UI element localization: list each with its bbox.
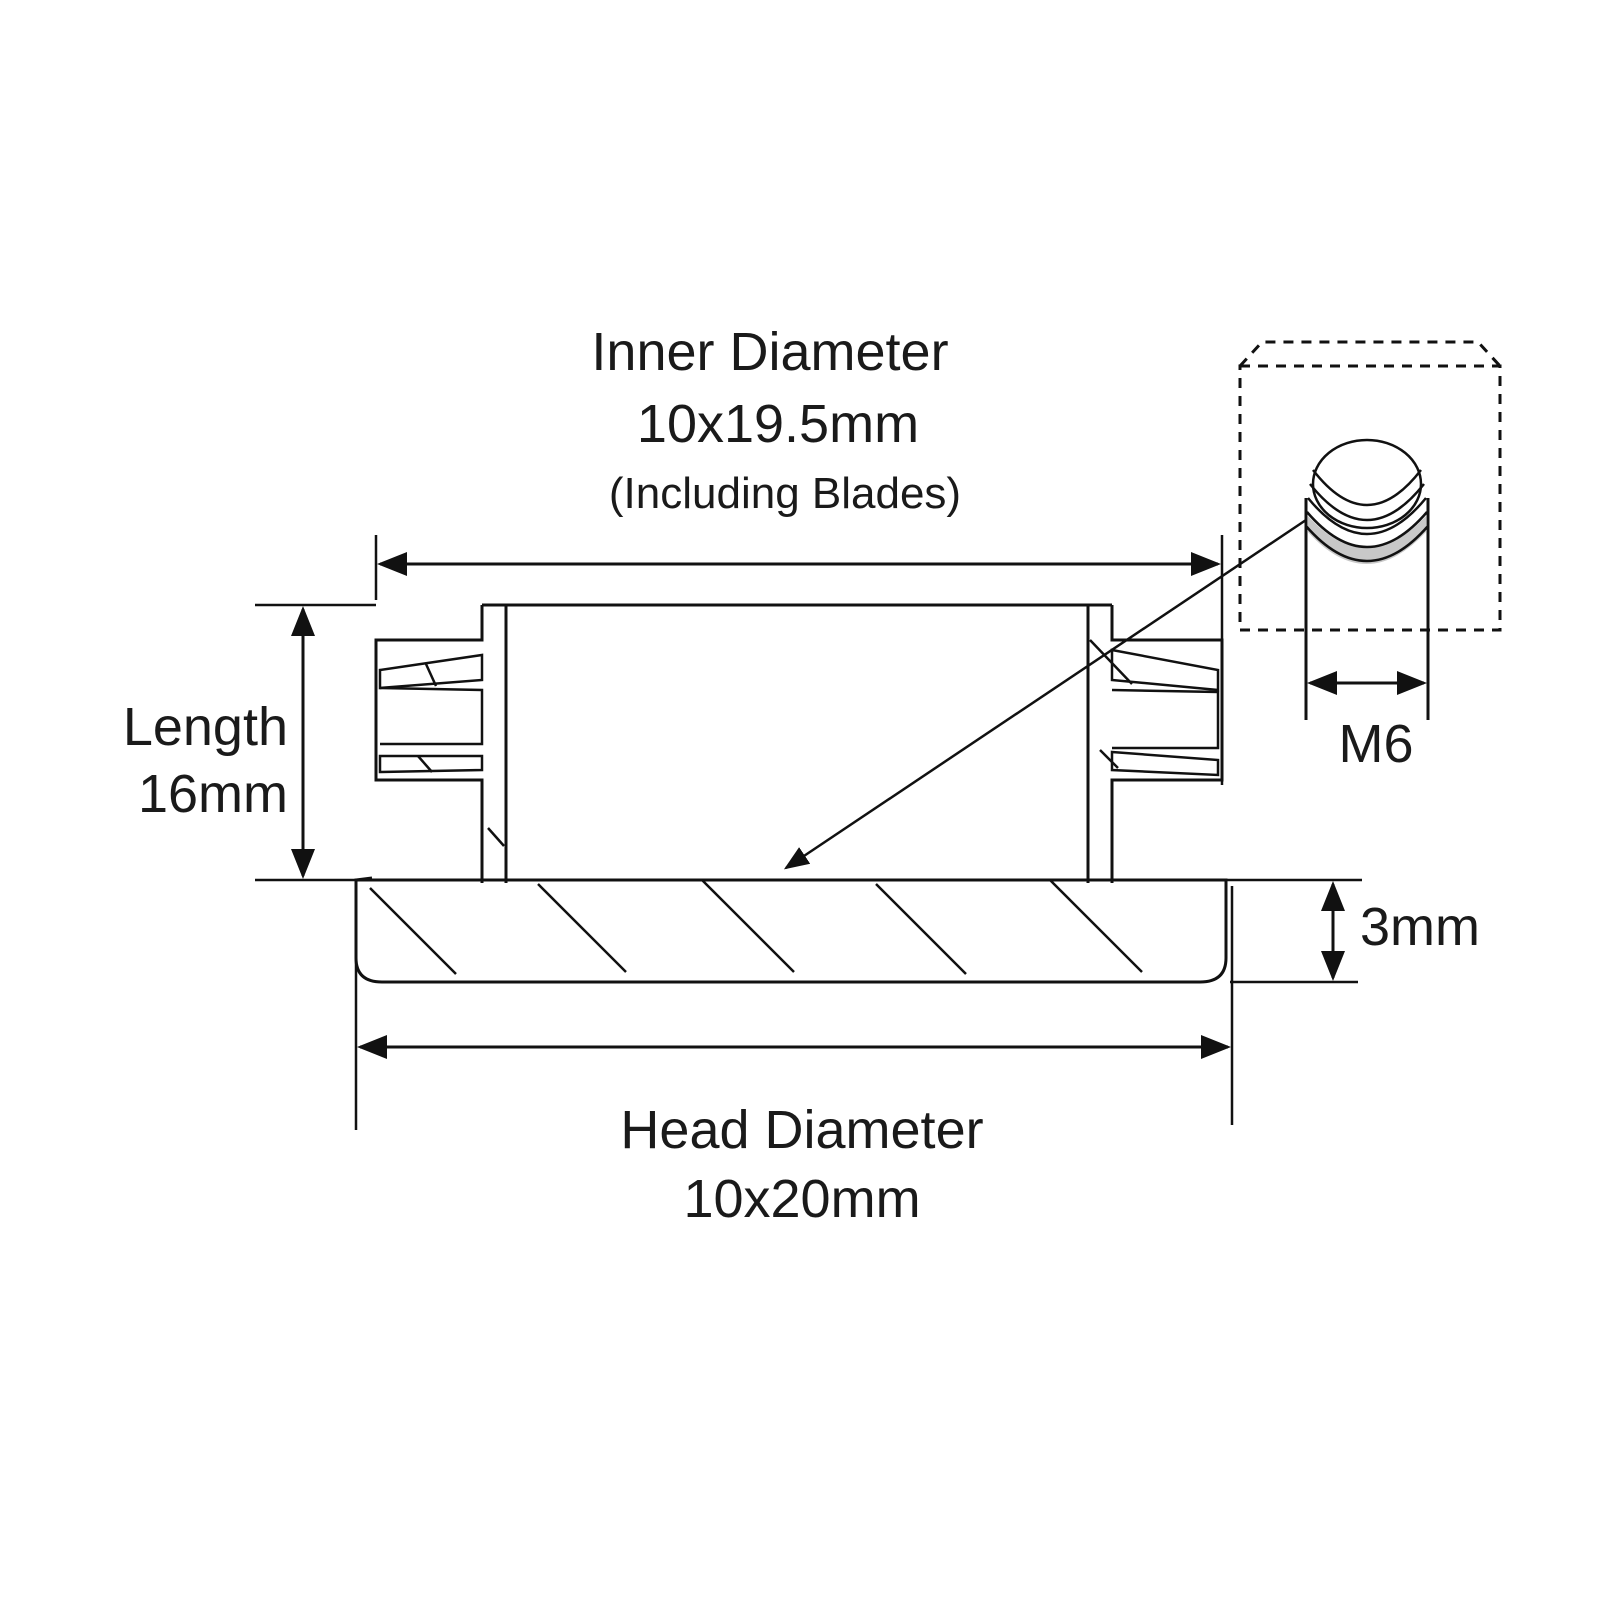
thread-size-label: M6 xyxy=(1338,714,1413,774)
head-section xyxy=(354,876,1228,984)
head-diameter-dimension xyxy=(354,886,1234,1130)
length-title: Length xyxy=(123,697,288,757)
inner-diameter-note: (Including Blades) xyxy=(609,469,961,518)
thread-leader-arrow xyxy=(783,518,1307,870)
inner-diameter-value: 10x19.5mm xyxy=(637,394,919,454)
length-dimension xyxy=(255,603,376,882)
right-blades xyxy=(1089,639,1220,777)
inner-diameter-title: Inner Diameter xyxy=(591,322,948,382)
head-diameter-value: 10x20mm xyxy=(683,1169,920,1229)
head-thickness-dimension xyxy=(1190,878,1362,984)
length-value: 16mm xyxy=(138,764,288,824)
left-blades xyxy=(378,653,505,847)
head-diameter-title: Head Diameter xyxy=(620,1100,983,1160)
thread-inset xyxy=(1238,340,1502,720)
thread-shade xyxy=(1308,516,1426,564)
head-thickness-label: 3mm xyxy=(1360,897,1480,957)
end-cap-body xyxy=(374,603,1224,883)
